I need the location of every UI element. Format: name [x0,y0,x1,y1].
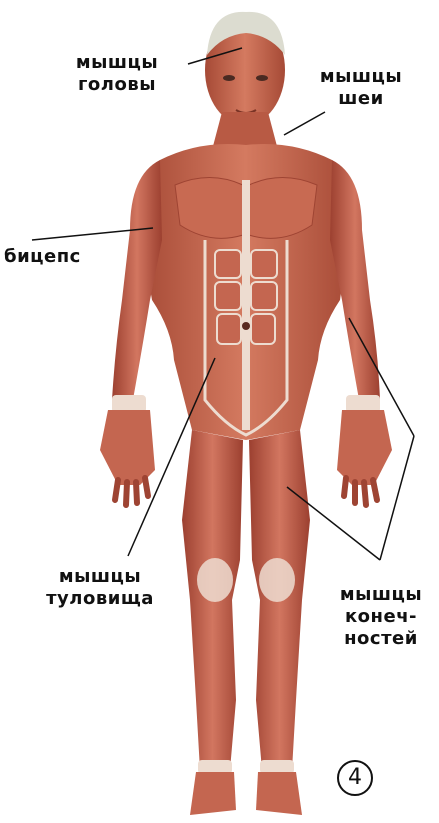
legs [182,430,310,815]
trunk-muscles-label: мышцы туловища [30,566,170,610]
left-arm [100,160,162,505]
biceps-label: бицепс [4,246,100,268]
neck-muscles-label: мышцы шеи [306,66,416,110]
page-number-badge: 4 [337,760,373,796]
limb-muscles-label: мышцы конеч- ностей [326,584,436,650]
right-arm [330,160,392,505]
head-muscles-label: мышцы головы [52,52,182,96]
head [205,12,285,125]
torso [139,144,351,440]
